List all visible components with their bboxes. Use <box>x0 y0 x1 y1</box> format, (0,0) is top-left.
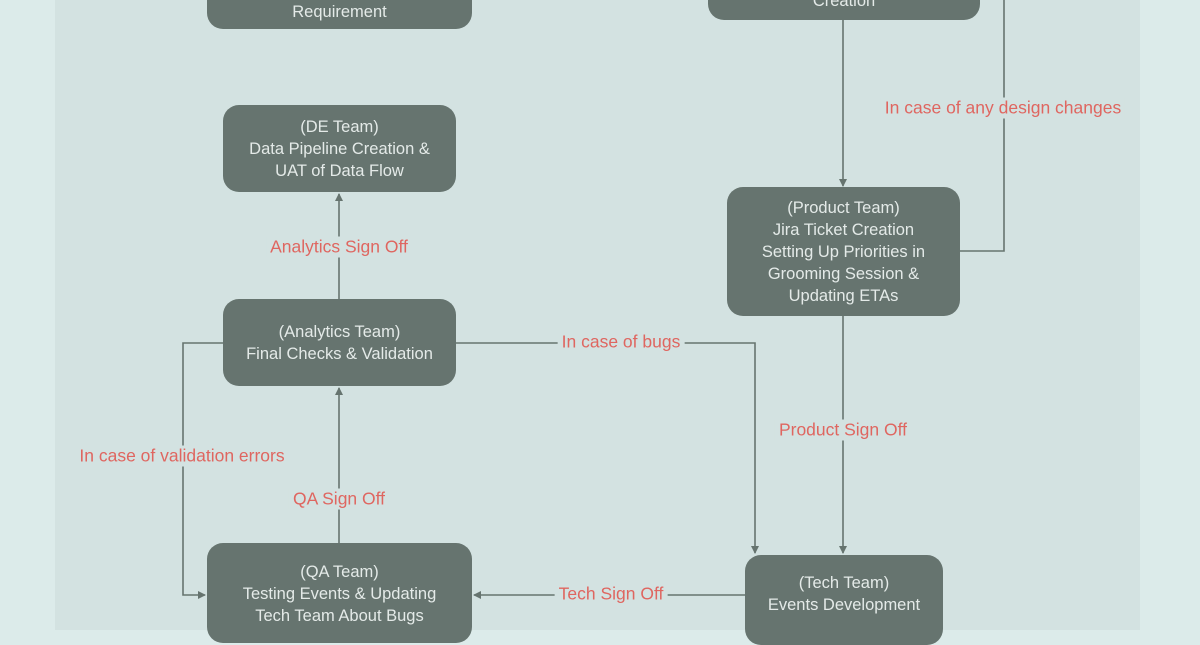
label-bugs: In case of bugs <box>557 331 685 353</box>
label-design-changes: In case of any design changes <box>880 97 1126 119</box>
node-creation: Creation <box>708 0 980 20</box>
node-analytics-team: (Analytics Team) Final Checks & Validati… <box>223 299 456 386</box>
node-product-team: (Product Team) Jira Ticket Creation Sett… <box>727 187 960 316</box>
node-text: (Analytics Team) <box>278 322 401 341</box>
node-text: Testing Events & Updating <box>242 585 437 603</box>
node-text: Updating ETAs <box>788 286 899 305</box>
node-de-team: (DE Team) Data Pipeline Creation & UAT o… <box>223 105 456 192</box>
label-qa-signoff: QA Sign Off <box>288 488 390 510</box>
node-requirement: Requirement <box>207 0 472 29</box>
label-tech-signoff: Tech Sign Off <box>554 583 668 605</box>
node-text: Requirement <box>292 3 387 21</box>
connectors <box>182 0 1005 599</box>
node-text: (DE Team) <box>300 117 379 136</box>
node-text: Jira Ticket Creation <box>772 220 915 239</box>
node-text: Grooming Session & <box>767 264 920 283</box>
node-text: Final Checks & Validation <box>246 344 433 363</box>
node-text: Creation <box>812 0 876 10</box>
node-text: (Tech Team) <box>798 574 890 592</box>
node-text: Tech Team About Bugs <box>255 607 424 625</box>
label-product-signoff: Product Sign Off <box>774 419 912 441</box>
node-qa-team: (QA Team) Testing Events & Updating Tech… <box>207 543 472 643</box>
node-text: Events Development <box>767 596 921 614</box>
node-tech-team: (Tech Team) Events Development <box>745 555 943 645</box>
node-text: Setting Up Priorities in <box>761 242 926 261</box>
edge-bugs <box>456 342 759 554</box>
node-text: (Product Team) <box>787 198 900 217</box>
node-text: UAT of Data Flow <box>275 161 404 180</box>
edge-validation-errors <box>182 342 223 599</box>
label-validation-errors: In case of validation errors <box>75 445 289 467</box>
node-text: Data Pipeline Creation & <box>249 139 430 158</box>
node-text: (QA Team) <box>300 563 379 581</box>
label-analytics-signoff: Analytics Sign Off <box>266 236 412 258</box>
edge-design-changes <box>960 0 1005 252</box>
